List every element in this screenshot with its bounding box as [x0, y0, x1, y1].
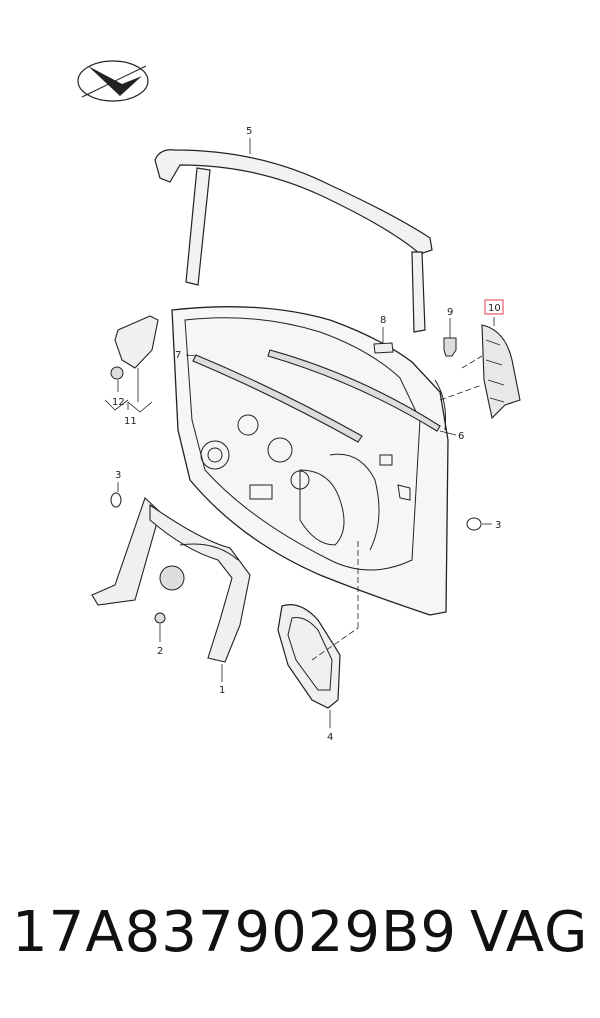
clip [443, 337, 457, 357]
cover-plate [277, 604, 341, 709]
callout-1: 1 [219, 685, 225, 696]
callout-6: 6 [458, 431, 464, 442]
window-regulator [91, 497, 251, 663]
exploded-parts-diagram: 5 8 9 10 7 6 12 11 3 3 2 1 4 [77, 60, 521, 743]
callout-11: 11 [124, 416, 137, 427]
callout-5: 5 [246, 126, 252, 137]
callout-9: 9 [447, 307, 453, 318]
grommet-left [110, 492, 122, 508]
outer-window-strip [267, 349, 441, 432]
window-frame-seal [154, 149, 433, 333]
nut [154, 612, 166, 624]
grommet-right [466, 517, 482, 531]
door-inner-panel [171, 306, 449, 616]
callout-10: 10 [488, 303, 501, 314]
brand-label: VAG [470, 900, 589, 965]
callout-2: 2 [157, 646, 163, 657]
callout-12: 12 [112, 397, 125, 408]
leader-lines [104, 138, 495, 728]
part-number: 17A8379029B9 [12, 900, 458, 965]
callout-7: 7 [175, 350, 181, 361]
callout-3-right: 3 [495, 520, 501, 531]
mirror-bracket [110, 315, 159, 380]
callout-4: 4 [327, 732, 333, 743]
direction-arrow-icon [77, 60, 149, 102]
callout-8: 8 [380, 315, 386, 326]
assembly-lines [311, 355, 483, 661]
callout-3-left: 3 [115, 470, 121, 481]
callout-10-highlight [484, 299, 504, 315]
label-pad [373, 342, 394, 354]
door-seal-piece [481, 324, 521, 420]
inner-window-strip [192, 354, 363, 443]
